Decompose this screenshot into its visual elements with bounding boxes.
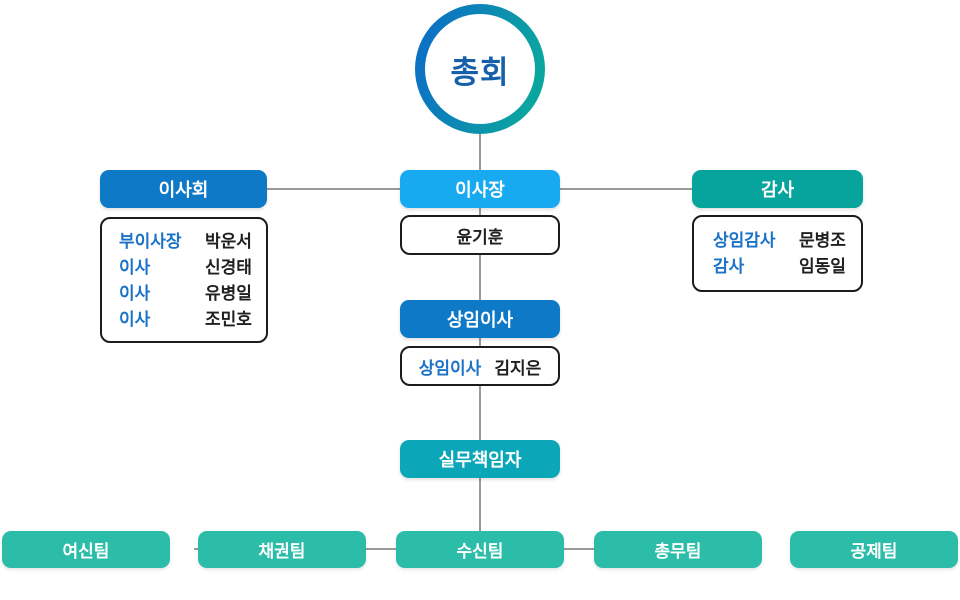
node-general-assembly: 총회 [415,4,545,134]
node-team-mutual-aid: 공제팀 [790,531,958,568]
auditor-member-row: 감사 임동일 [713,254,861,280]
board-member-row: 이사 신경태 [119,255,266,281]
node-chairman: 이사장 [400,170,560,208]
team-label: 여신팀 [62,542,110,561]
member-name: 문병조 [799,231,846,250]
board-member-row: 이사 유병일 [119,281,266,307]
member-name: 유병일 [205,284,252,303]
member-title: 이사 [119,258,151,277]
connector-vertical-main [479,128,481,549]
node-working-level-manager: 실무책임자 [400,440,560,478]
node-board: 이사회 [100,170,267,208]
member-title: 상임이사 [418,358,482,378]
node-auditor: 감사 [692,170,863,208]
node-executive-director: 상임이사 [400,300,560,338]
chairman-name: 윤기훈 [456,227,504,247]
member-name: 김지은 [494,358,542,378]
node-team-deposits: 수신팀 [396,531,564,568]
chairman-label: 이사장 [455,180,505,200]
auditor-member-row: 상임감사 문병조 [713,228,861,254]
board-member-row: 부이사장 박운서 [119,229,266,255]
member-name: 조민호 [205,310,252,329]
auditor-members-card: 상임감사 문병조 감사 임동일 [692,215,863,292]
member-name: 박운서 [205,232,252,251]
member-name: 임동일 [799,257,846,276]
auditor-label: 감사 [760,180,795,200]
general-assembly-label: 총회 [450,54,510,90]
executive-member-card: 상임이사 김지은 [400,346,560,386]
board-member-row: 이사 조민호 [119,307,266,333]
member-title: 이사 [119,284,151,303]
node-team-general-affairs: 총무팀 [594,531,762,568]
team-label: 수신팀 [456,542,504,561]
team-label: 총무팀 [654,542,702,561]
working-level-manager-label: 실무책임자 [438,450,522,470]
board-members-card: 부이사장 박운서 이사 신경태 이사 유병일 이사 조민호 [100,217,268,343]
member-title: 부이사장 [119,232,182,251]
node-team-loans: 여신팀 [2,531,170,568]
member-title: 상임감사 [713,231,776,250]
node-general-assembly-inner: 총회 [425,14,535,124]
member-name: 신경태 [205,258,252,277]
chairman-name-card: 윤기훈 [400,215,560,255]
team-label: 공제팀 [850,542,898,561]
member-title: 이사 [119,310,151,329]
board-label: 이사회 [158,180,209,200]
node-team-bonds: 채권팀 [198,531,366,568]
team-label: 채권팀 [258,542,306,561]
member-title: 감사 [713,257,745,276]
executive-director-label: 상임이사 [446,310,514,330]
